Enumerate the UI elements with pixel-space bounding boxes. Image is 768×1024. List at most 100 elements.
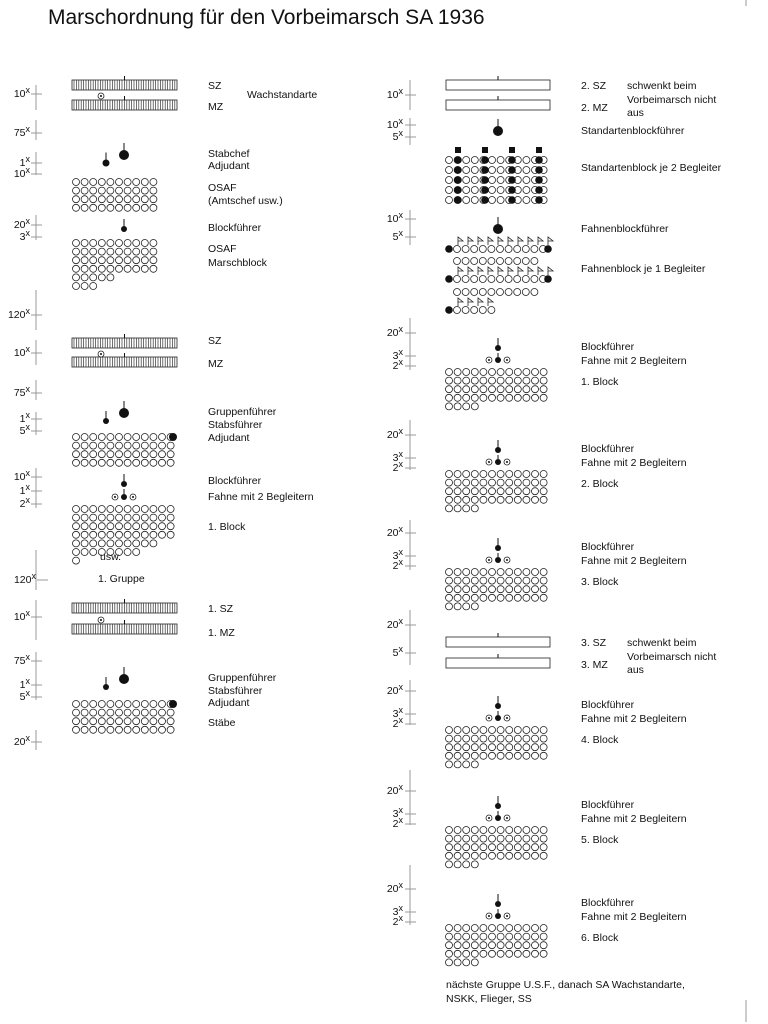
marcher-symbol xyxy=(123,530,132,539)
marcher-symbol xyxy=(496,734,505,743)
marcher-symbol xyxy=(453,495,462,504)
marcher-symbol xyxy=(479,834,488,843)
marcher-symbol xyxy=(89,282,98,290)
marcher-symbol xyxy=(513,734,522,743)
marcher-symbol xyxy=(115,186,123,195)
marcher-symbol xyxy=(445,487,453,496)
label-fahne: Fahne mit 2 Begleitern xyxy=(581,355,687,367)
marcher-symbol xyxy=(453,743,462,752)
marcher-symbol xyxy=(522,470,531,478)
marcher-symbol xyxy=(97,505,106,513)
marcher-symbol xyxy=(539,932,548,941)
marcher-symbol xyxy=(166,450,175,459)
marcher-symbol xyxy=(123,441,132,450)
page-title: Marschordnung für den Vorbeimarsch SA 19… xyxy=(48,6,485,29)
escort-symbol xyxy=(535,166,543,174)
marcher-symbol xyxy=(89,522,98,531)
marcher-symbol xyxy=(132,239,141,247)
marcher-symbol xyxy=(89,195,98,204)
marcher-symbol xyxy=(80,725,89,734)
marcher-symbol xyxy=(522,385,531,394)
escort-dot xyxy=(488,559,490,561)
marcher-symbol xyxy=(445,602,453,611)
marcher-symbol xyxy=(149,700,158,708)
label-marschblock: Marschblock xyxy=(208,257,268,269)
marcher-symbol xyxy=(470,576,479,585)
escort-dot xyxy=(488,717,490,719)
marcher-symbol xyxy=(445,368,453,376)
marcher-symbol xyxy=(539,734,548,743)
label-usw: usw. xyxy=(100,551,121,563)
marcher-symbol xyxy=(106,239,115,247)
label-blockfuehrer: Blockführer xyxy=(581,443,635,455)
marcher-symbol xyxy=(80,273,89,282)
marcher-symbol xyxy=(132,539,141,548)
marcher-symbol xyxy=(530,288,539,296)
escort-symbol xyxy=(445,306,453,314)
distance-label: 10x xyxy=(14,85,31,100)
marcher-symbol xyxy=(453,958,462,967)
marcher-symbol xyxy=(453,602,462,611)
marcher-symbol xyxy=(505,585,514,594)
marcher-symbol xyxy=(505,851,514,860)
escort-symbol xyxy=(445,245,453,253)
marcher-symbol xyxy=(513,941,522,950)
marcher-symbol xyxy=(89,717,98,726)
marcher-symbol xyxy=(479,734,488,743)
marcher-symbol xyxy=(453,376,462,385)
distance-label: 3x xyxy=(393,449,404,464)
marcher-symbol xyxy=(80,264,89,273)
marcher-symbol xyxy=(539,843,548,852)
marcher-symbol xyxy=(513,393,522,402)
marcher-symbol xyxy=(115,178,123,186)
marcher-symbol xyxy=(539,568,548,576)
marcher-symbol xyxy=(470,958,479,967)
marcher-symbol xyxy=(531,726,539,734)
marcher-symbol xyxy=(453,932,462,941)
marcher-symbol xyxy=(132,195,141,204)
distance-label: 20x xyxy=(387,782,404,797)
marcher-symbol xyxy=(140,441,149,450)
marcher-symbol xyxy=(132,708,141,717)
flag-icon xyxy=(467,297,475,306)
marcher-symbol xyxy=(531,487,539,496)
marcher-symbol xyxy=(106,256,115,265)
marcher-symbol xyxy=(140,505,149,513)
marcher-symbol xyxy=(479,368,488,376)
marcher-symbol xyxy=(453,306,461,314)
distance-label: 10x xyxy=(14,344,31,359)
marcher-symbol xyxy=(123,450,132,459)
marcher-symbol xyxy=(479,585,488,594)
marcher-symbol xyxy=(445,196,453,204)
label-block: 1. Block xyxy=(581,376,619,388)
marcher-symbol xyxy=(462,924,471,932)
marcher-symbol xyxy=(158,505,166,513)
marcher-symbol xyxy=(496,843,505,852)
marcher-symbol xyxy=(462,495,471,504)
distance-label: 3x xyxy=(393,805,404,820)
marcher-symbol xyxy=(496,368,505,376)
label-fahne: Fahne mit 2 Begleitern xyxy=(208,491,314,503)
marcher-symbol xyxy=(89,513,98,522)
marcher-symbol xyxy=(106,273,115,282)
label-stabchef: Stabchef xyxy=(208,148,250,160)
flag-symbol xyxy=(121,494,127,500)
marcher-symbol xyxy=(505,470,514,478)
marcher-symbol xyxy=(496,385,505,394)
marcher-symbol xyxy=(488,196,496,204)
marcher-symbol xyxy=(115,256,123,265)
marcher-symbol xyxy=(123,505,132,513)
marcher-symbol xyxy=(445,376,453,385)
escort-symbol xyxy=(508,196,516,204)
marcher-symbol xyxy=(530,275,539,283)
marcher-symbol xyxy=(149,725,158,734)
distance-label: 1x xyxy=(20,154,31,169)
marcher-symbol xyxy=(132,441,141,450)
distance-label: 10x xyxy=(14,165,31,180)
marcher-symbol xyxy=(513,245,522,253)
marcher-symbol xyxy=(123,458,132,467)
blockfuehrer-symbol xyxy=(495,345,501,351)
marcher-symbol xyxy=(89,256,98,265)
marcher-symbol xyxy=(140,725,149,734)
label-gruppenfuehrer: Gruppenführer xyxy=(208,406,277,418)
